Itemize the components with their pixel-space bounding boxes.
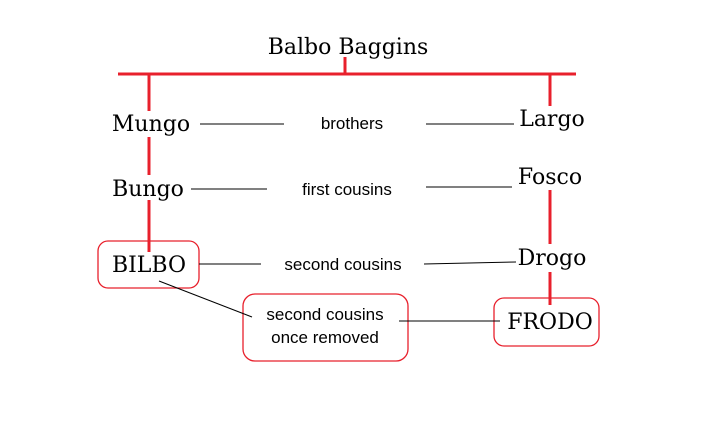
connector-lines (158, 123, 517, 322)
person-mungo: Mungo (112, 112, 190, 137)
frodo-box (493, 297, 600, 347)
relation-first-cousins: first cousins (302, 180, 392, 199)
relation-second-cousins: second cousins (284, 255, 401, 274)
second-cousins-drogo-connector (423, 261, 517, 265)
relation-second-cousins-once-removed-line1: second cousins (266, 305, 383, 324)
person-largo: Largo (519, 107, 585, 132)
ancestor-name: Balbo Baggins (268, 35, 429, 60)
relation-brothers: brothers (321, 114, 383, 133)
person-bungo: Bungo (112, 177, 184, 202)
relation-second-cousins-once-removed-line2: once removed (271, 328, 379, 347)
person-bilbo: BILBO (112, 253, 186, 278)
lineage-lines (118, 57, 576, 305)
person-frodo: FRODO (507, 310, 593, 335)
person-drogo: Drogo (518, 246, 587, 271)
second-cousins-once-removed-box (242, 293, 409, 362)
bilbo-once-removed-connector (158, 280, 253, 318)
person-fosco: Fosco (518, 165, 582, 190)
